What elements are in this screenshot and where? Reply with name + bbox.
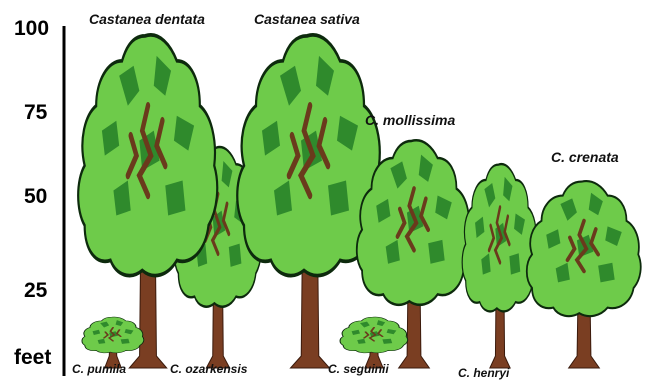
tree-c-seguinii [340,317,408,368]
label-c-crenata: C. crenata [551,149,619,165]
label-castanea-sativa: Castanea sativa [254,11,360,27]
tree-c-crenata [527,181,641,368]
label-c-mollissima: C. mollissima [365,112,455,128]
trees-layer [78,35,641,368]
label-c-henryi: C. henryi [458,366,509,380]
tree-crown [462,164,537,311]
tree-crown [340,317,408,353]
tree-c-pumila [82,317,144,368]
tree-castanea-dentata [78,35,217,368]
tree-crown [527,181,641,316]
tree-crown [78,35,217,276]
tick-25: 25 [24,279,47,303]
tick-75: 75 [24,101,47,125]
tick-100: 100 [14,17,49,41]
label-castanea-dentata: Castanea dentata [89,11,205,27]
tree-crown [82,317,144,353]
tick-50: 50 [24,185,47,209]
unit-label-feet: feet [14,346,51,370]
tree-castanea-sativa [237,35,382,368]
label-c-pumila: C. pumila [72,362,126,376]
label-c-seguinii: C. seguinii [328,362,389,376]
label-c-ozarkensis: C. ozarkensis [170,362,247,376]
tree-c-henryi [462,164,537,368]
